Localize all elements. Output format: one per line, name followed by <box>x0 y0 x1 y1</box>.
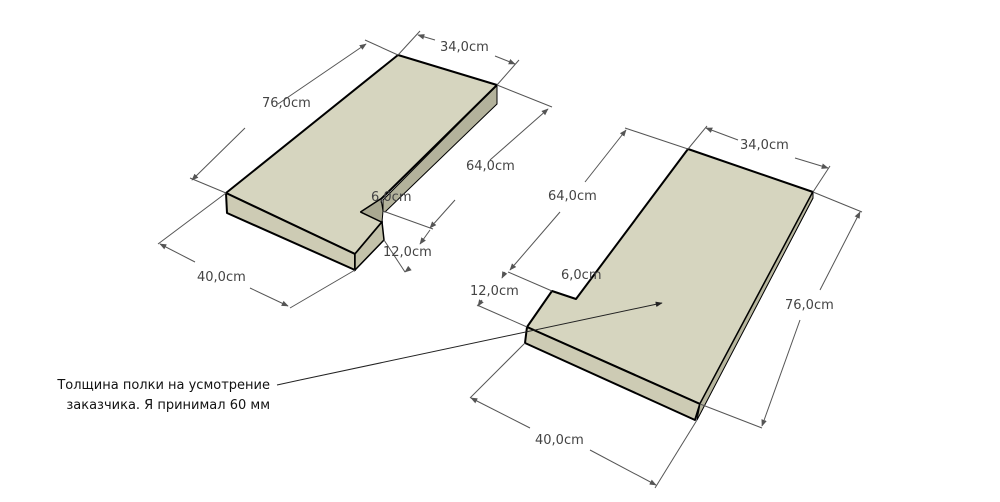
right-dim-12: 12,0cm <box>470 284 519 299</box>
left-dim-34: 34,0cm <box>440 40 489 55</box>
left-shelf-dimensions <box>157 30 553 309</box>
right-dim-64: 64,0cm <box>548 189 597 204</box>
annotation-line-2: заказчика. Я принимал 60 мм <box>66 398 270 413</box>
right-shelf-front-face <box>524 326 701 421</box>
right-dim-6: 6,0cm <box>561 268 602 283</box>
left-dim-6: 6,0cm <box>371 190 412 205</box>
right-dim-76: 76,0cm <box>785 298 834 313</box>
left-dim-12: 12,0cm <box>383 245 432 260</box>
left-dim-40: 40,0cm <box>197 270 246 285</box>
right-shelf-corner-face <box>696 191 814 421</box>
right-shelf-dimensions <box>469 125 863 489</box>
annotation-line-1: Толщина полки на усмотрение <box>57 378 270 393</box>
left-shelf <box>225 54 498 272</box>
right-dim-40: 40,0cm <box>535 433 584 448</box>
annotation-leader <box>276 301 663 386</box>
left-dim-64: 64,0cm <box>466 159 515 174</box>
annotation-note: Толщина полки на усмотрение заказчика. Я… <box>40 376 270 416</box>
left-dim-76: 76,0cm <box>262 96 311 111</box>
left-shelf-labels: 76,0cm 34,0cm 64,0cm 6,0cm 12,0cm 40,0cm <box>197 40 515 285</box>
right-dim-34: 34,0cm <box>740 138 789 153</box>
right-shelf-labels: 34,0cm 64,0cm 6,0cm 12,0cm 76,0cm 40,0cm <box>470 138 834 448</box>
